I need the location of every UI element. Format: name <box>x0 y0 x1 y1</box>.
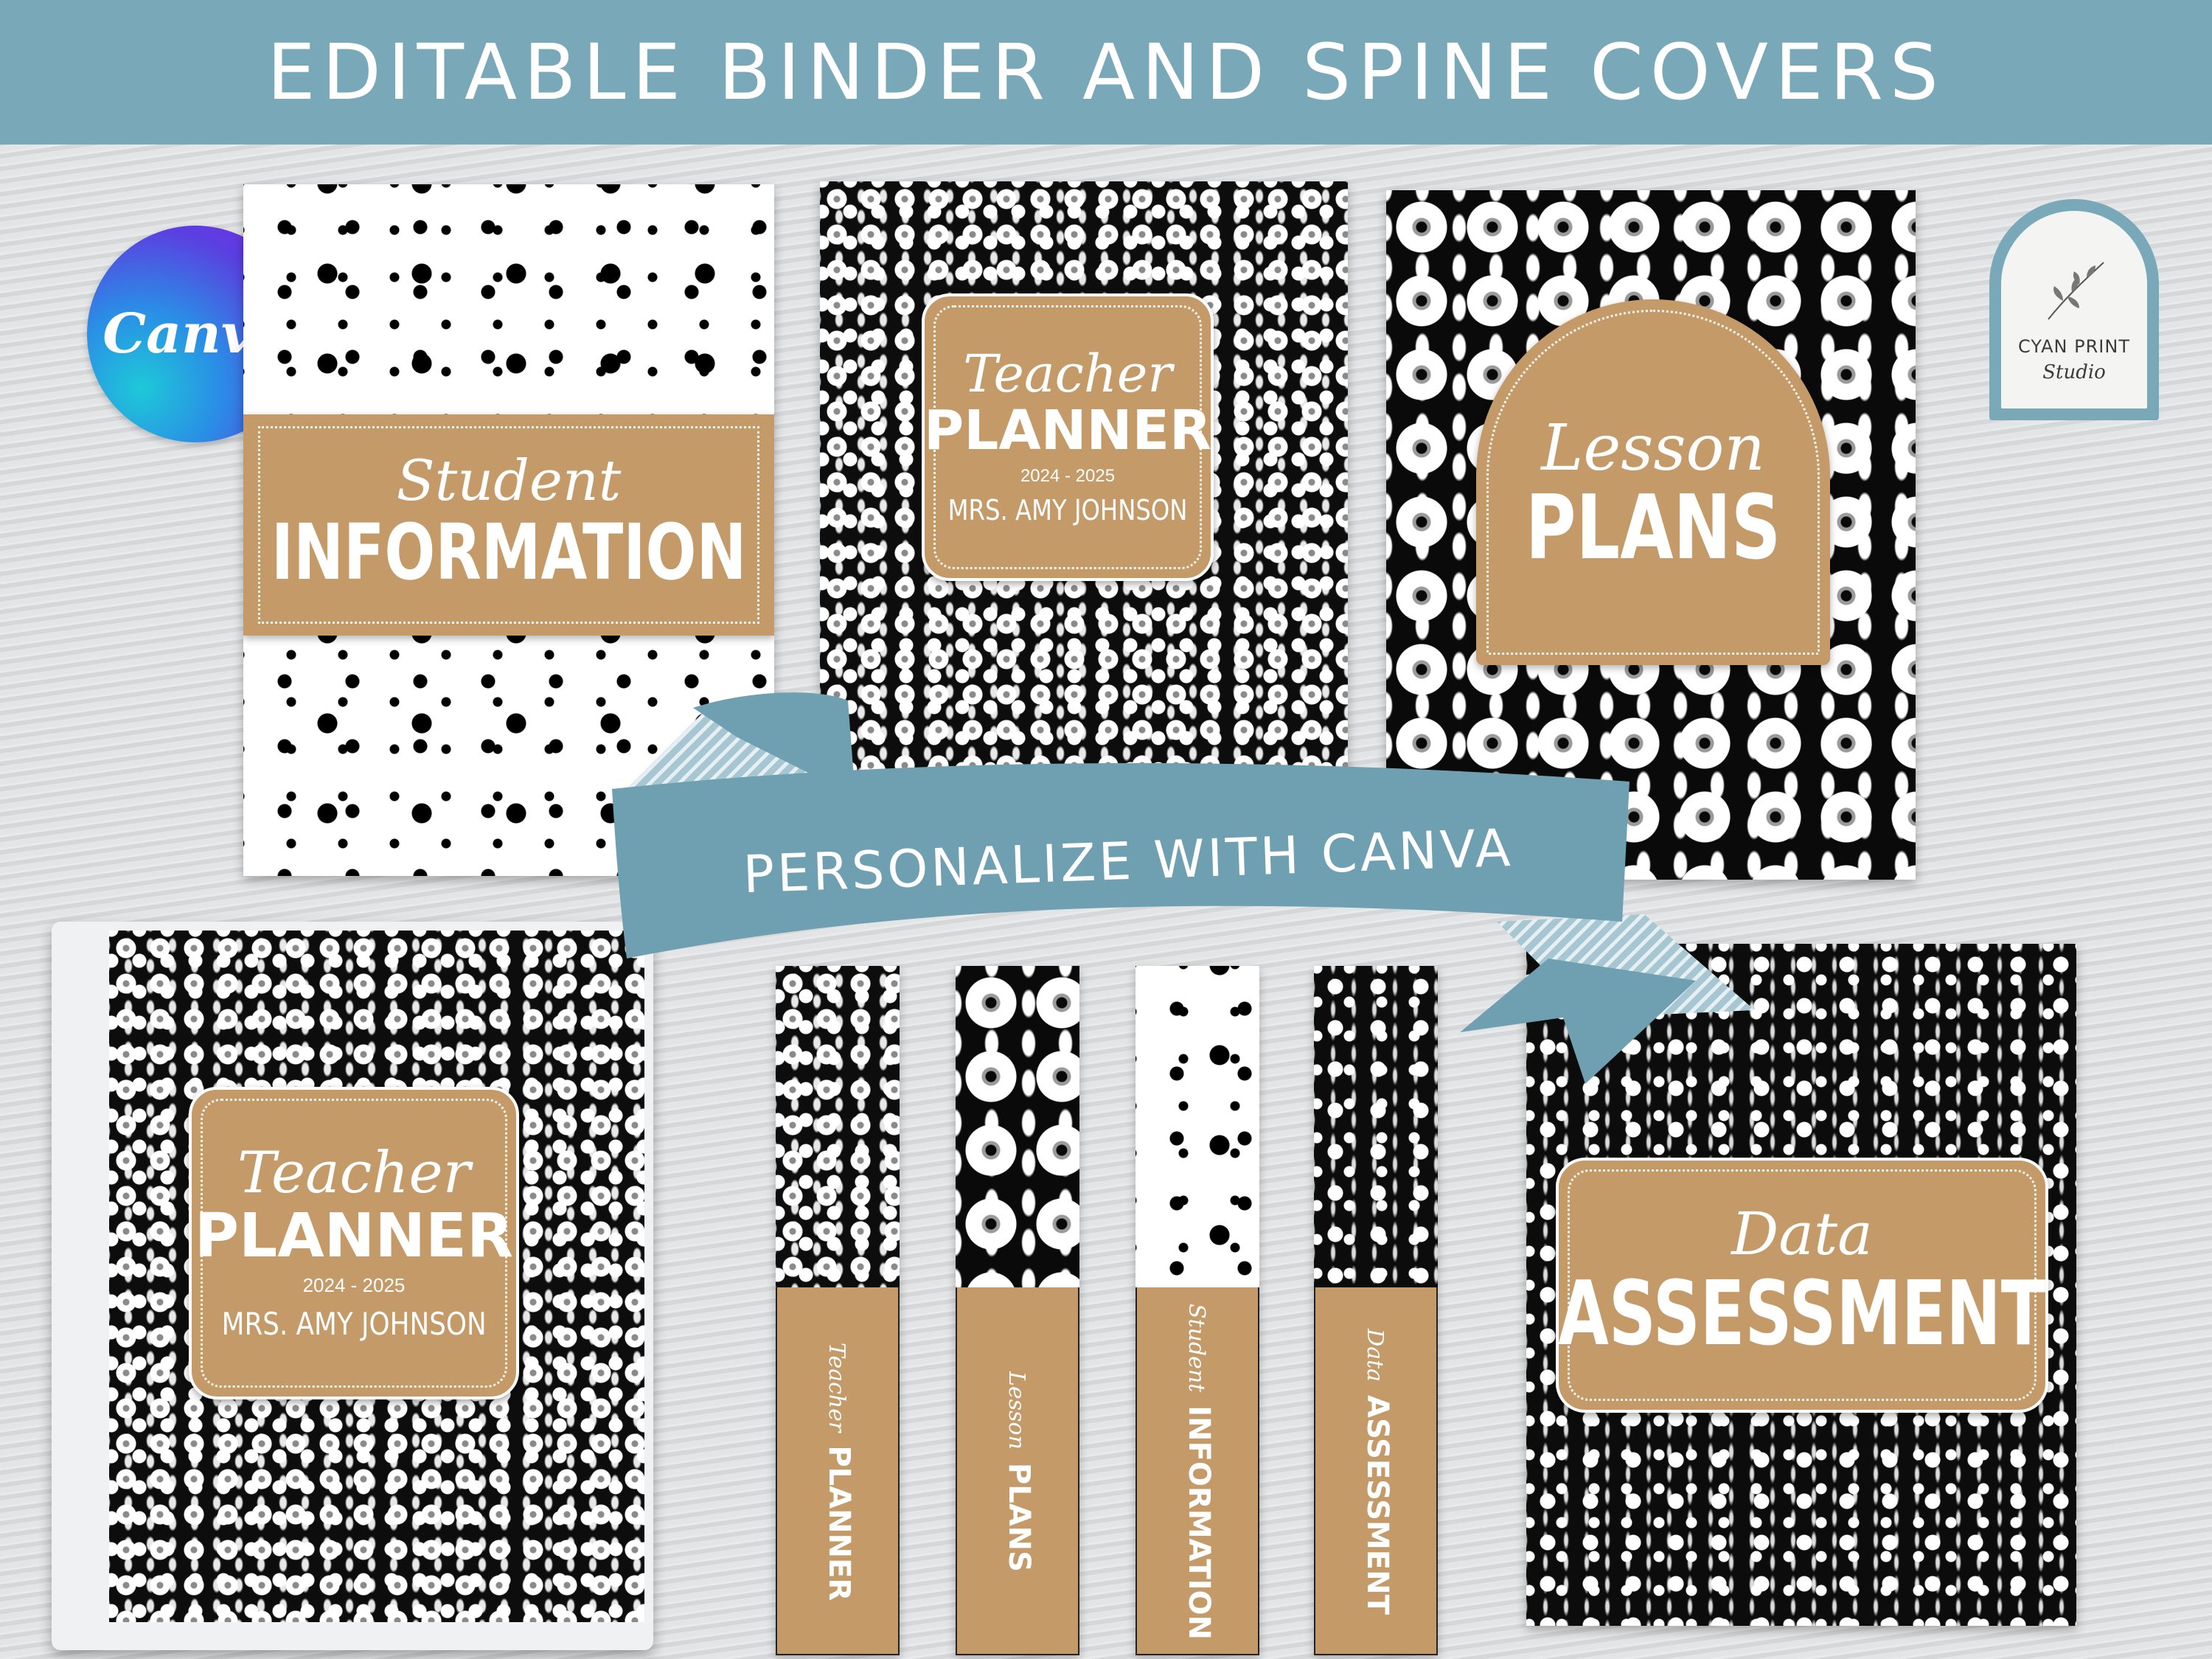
studio-logo-inner: CYAN PRINT Studio <box>2001 211 2147 408</box>
spine-title: PLANNER <box>822 1445 856 1601</box>
cover-script-label: Data <box>1731 1200 1873 1268</box>
spine-label-panel: Data ASSESSMENT <box>1314 1287 1438 1655</box>
spine-teacher-planner: Teacher PLANNER <box>776 966 900 1655</box>
binder-planner-badge: Teacher PLANNER 2024 - 2025 MRS. AMY JOH… <box>189 1087 519 1399</box>
lesson-plans-cover: Lesson PLANS <box>1386 190 1916 880</box>
spine-script: Teacher <box>824 1342 849 1433</box>
sprig-icon <box>2048 262 2104 320</box>
data-assessment-cover: Data ASSESSMENT <box>1526 944 2076 1626</box>
cover-script-label: Teacher <box>963 344 1172 405</box>
cover-year: 2024 - 2025 <box>1020 465 1116 486</box>
spine-lesson-plans: Lesson PLANS <box>956 966 1079 1655</box>
teacher-planner-badge: Teacher PLANNER 2024 - 2025 MRS. AMY JOH… <box>922 293 1214 581</box>
spine-script: Lesson <box>1004 1371 1029 1450</box>
cyan-print-studio-logo: CYAN PRINT Studio <box>1989 199 2159 420</box>
header-banner: EDITABLE BINDER AND SPINE COVERS <box>0 0 2212 145</box>
ribbon-text: PERSONALIZE WITH CANVA <box>742 817 1514 905</box>
spine-label: Data ASSESSMENT <box>1360 1329 1394 1615</box>
spine-label-panel: Teacher PLANNER <box>776 1287 900 1655</box>
data-assessment-plate: Data ASSESSMENT <box>1556 1158 2048 1413</box>
spine-pattern <box>776 966 900 1287</box>
cover-title: INFORMATION <box>271 507 747 598</box>
page-title: EDITABLE BINDER AND SPINE COVERS <box>267 27 1945 117</box>
spine-pattern <box>1314 966 1438 1287</box>
spine-data-assessment: Data ASSESSMENT <box>1314 966 1438 1655</box>
spine-pattern <box>1135 966 1259 1287</box>
cover-teacher-name: MRS. AMY JOHNSON <box>947 493 1188 526</box>
spine-pattern <box>956 966 1079 1287</box>
binder-title: PLANNER <box>194 1200 514 1271</box>
spine-student-information: Student INFORMATION <box>1135 966 1259 1655</box>
student-information-band: Student INFORMATION <box>243 414 774 636</box>
spine-label-panel: Student INFORMATION <box>1135 1287 1259 1655</box>
teacher-planner-cover: Teacher PLANNER 2024 - 2025 MRS. AMY JOH… <box>820 181 1348 882</box>
spine-title: PLANS <box>1002 1462 1036 1572</box>
binder-year: 2024 - 2025 <box>302 1274 406 1297</box>
binder-teacher-planner-cover: Teacher PLANNER 2024 - 2025 MRS. AMY JOH… <box>109 931 644 1622</box>
cover-title: ASSESSMENT <box>1558 1263 2046 1366</box>
lesson-plans-arch: Lesson PLANS <box>1476 299 1830 665</box>
ribbon-label: PERSONALIZE WITH CANVA <box>640 800 1615 922</box>
cover-title: PLANS <box>1525 477 1781 580</box>
spine-script: Data <box>1362 1329 1388 1382</box>
spine-title: ASSESSMENT <box>1360 1395 1394 1615</box>
spine-label-panel: Lesson PLANS <box>956 1287 1079 1655</box>
spine-label: Student INFORMATION <box>1182 1304 1216 1640</box>
cover-title: PLANNER <box>923 399 1212 463</box>
cover-script-label: Student <box>396 448 622 514</box>
cover-script-label: Lesson <box>1541 411 1765 485</box>
spine-title: INFORMATION <box>1182 1405 1216 1641</box>
binder-script-label: Teacher <box>237 1139 470 1206</box>
studio-name-line2: Studio <box>2042 361 2106 383</box>
spine-label: Teacher PLANNER <box>822 1343 856 1601</box>
spine-script: Student <box>1183 1303 1209 1393</box>
studio-name-line1: CYAN PRINT <box>2018 336 2130 357</box>
spine-label: Lesson PLANS <box>1002 1371 1036 1572</box>
student-information-cover: Student INFORMATION <box>243 184 774 876</box>
binder-teacher-name: MRS. AMY JOHNSON <box>221 1306 487 1343</box>
